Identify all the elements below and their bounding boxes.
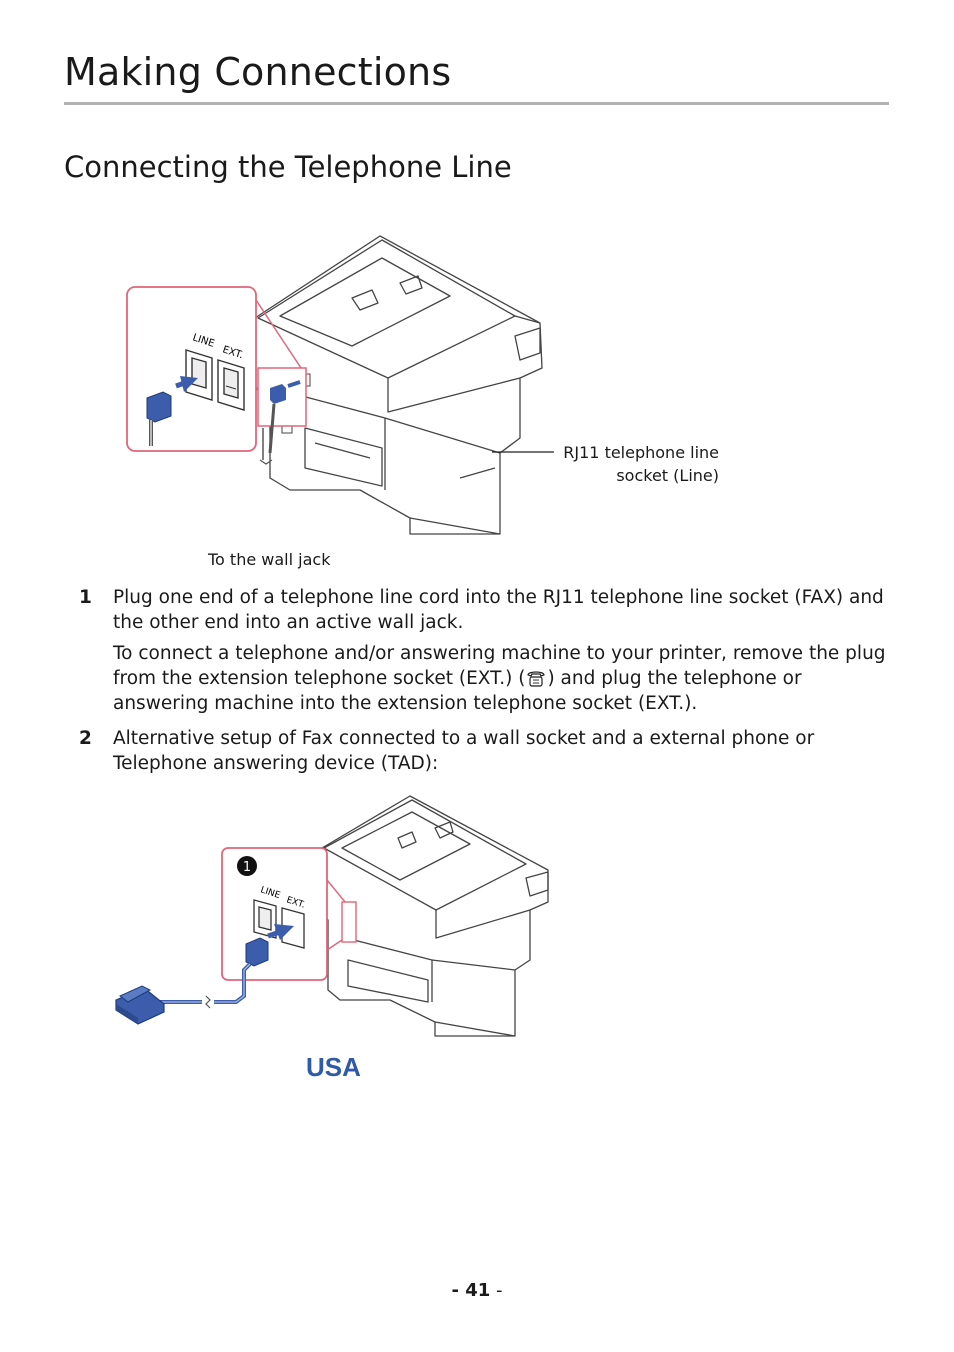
phone-plug-icon <box>146 391 172 446</box>
printer-tad-connection-figure: 1 LINE EXT. <box>115 795 549 1037</box>
callout-rj11-line-socket: RJ11 telephone line socket (Line) <box>563 443 719 485</box>
step-note: To connect a telephone and/or answering … <box>113 643 886 714</box>
step-text: Alternative setup of Fax connected to a … <box>113 728 815 774</box>
page-number: - 41 - <box>451 1280 503 1301</box>
step-number: 1 <box>79 587 92 608</box>
telephone-icon <box>527 671 546 687</box>
caption-wall-jack: To the wall jack <box>208 550 331 569</box>
phone-plug-icon <box>245 937 269 967</box>
telephone-answering-device-icon <box>115 985 165 1025</box>
callout-marker-1: 1 <box>243 860 251 875</box>
section-title: Connecting the Telephone Line <box>64 150 512 184</box>
step-text: Plug one end of a telephone line cord in… <box>113 587 884 633</box>
printer-line-connection-figure: LINE EXT. <box>126 235 554 535</box>
step-1: 1 Plug one end of a telephone line cord … <box>64 585 894 716</box>
chapter-title: Making Connections <box>64 50 452 94</box>
region-label: USA <box>306 1052 361 1082</box>
step-2: 2 Alternative setup of Fax connected to … <box>64 726 894 776</box>
instruction-steps: 1 Plug one end of a telephone line cord … <box>64 585 894 786</box>
chapter-rule <box>64 102 889 105</box>
step-number: 2 <box>79 728 92 749</box>
